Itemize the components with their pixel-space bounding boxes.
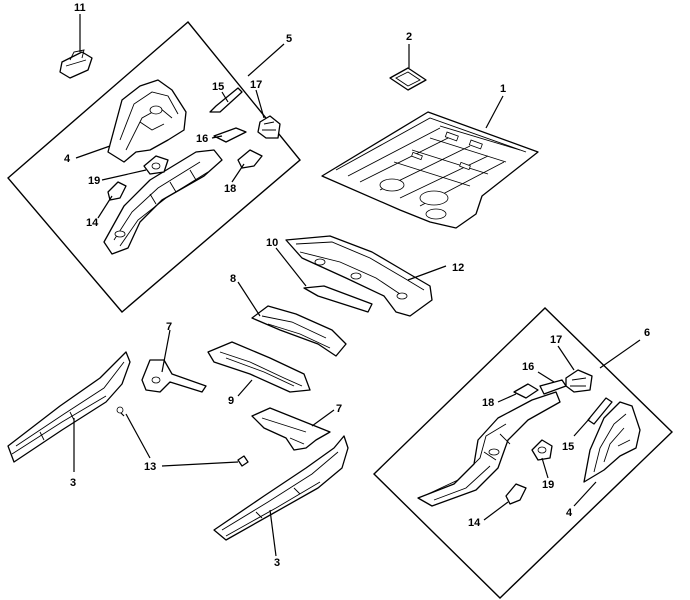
callout-6: 6 [644, 327, 650, 339]
callout-7-upper: 7 [166, 321, 172, 333]
callout-18-right: 18 [482, 397, 494, 409]
callout-14-right: 14 [468, 517, 481, 529]
part-16-left-plate [213, 127, 247, 143]
part-4-left-wheelhouse [107, 79, 187, 163]
group-frame-right [372, 307, 674, 599]
part-14-right-bracket [505, 483, 527, 505]
callout-14: 14 [86, 217, 99, 229]
part-15-left-strip [209, 87, 243, 113]
part-15-right-strip [587, 397, 613, 425]
part-9-crossmember [207, 341, 311, 393]
callout-11: 11 [74, 2, 86, 14]
callout-13: 13 [144, 461, 156, 473]
part-11-bracket [59, 49, 93, 79]
part-right-front-rail [417, 391, 561, 507]
callout-15-right: 15 [562, 441, 574, 453]
part-10-rear-reinforcement [303, 285, 373, 313]
callout-2: 2 [406, 31, 412, 43]
callout-9: 9 [228, 395, 234, 407]
callout-3-left: 3 [70, 477, 76, 489]
group-frame-left [7, 20, 301, 313]
callout-17-right: 17 [550, 334, 562, 346]
callout-19-right: 19 [542, 479, 554, 491]
part-left-front-rail [103, 149, 223, 255]
leader-lines [73, 14, 641, 557]
part-18-right-bracket [513, 383, 539, 399]
callout-7-lower: 7 [336, 403, 342, 415]
part-8-center-crossmember [251, 305, 347, 357]
callout-4-right: 4 [566, 507, 573, 519]
part-7-upper-bracket [141, 359, 207, 393]
callout-15: 15 [212, 81, 224, 93]
callout-8: 8 [230, 273, 236, 285]
callout-16: 16 [196, 133, 208, 145]
part-17-left-bracket [257, 115, 281, 139]
part-2-plate [389, 67, 427, 91]
part-12-rear-crossmember [285, 235, 433, 317]
part-16-right-plate [539, 379, 567, 395]
callout-17: 17 [250, 79, 262, 91]
part-1-rear-floor-pan [321, 111, 539, 229]
callout-18: 18 [224, 183, 236, 195]
part-7-lower-bracket [251, 407, 331, 451]
part-3-right-side-rail [213, 435, 349, 541]
callout-4: 4 [64, 153, 71, 165]
callout-1: 1 [500, 83, 506, 95]
part-19-right-mount [531, 439, 553, 461]
callout-12: 12 [452, 262, 464, 274]
callout-16-right: 16 [522, 361, 534, 373]
callout-labels: 11 2 5 1 15 17 16 4 19 18 14 10 12 8 7 9… [64, 2, 650, 569]
callout-5: 5 [286, 33, 292, 45]
part-13-bolts [116, 406, 249, 467]
callout-19: 19 [88, 175, 100, 187]
part-19-left-mount [143, 155, 169, 175]
callout-3-right: 3 [274, 557, 280, 569]
part-4-right-wheelhouse [583, 401, 641, 483]
part-3-left-side-rail [7, 351, 131, 463]
callout-10: 10 [266, 237, 278, 249]
part-17-right-bracket [565, 369, 593, 393]
part-18-left-bracket [237, 149, 263, 169]
